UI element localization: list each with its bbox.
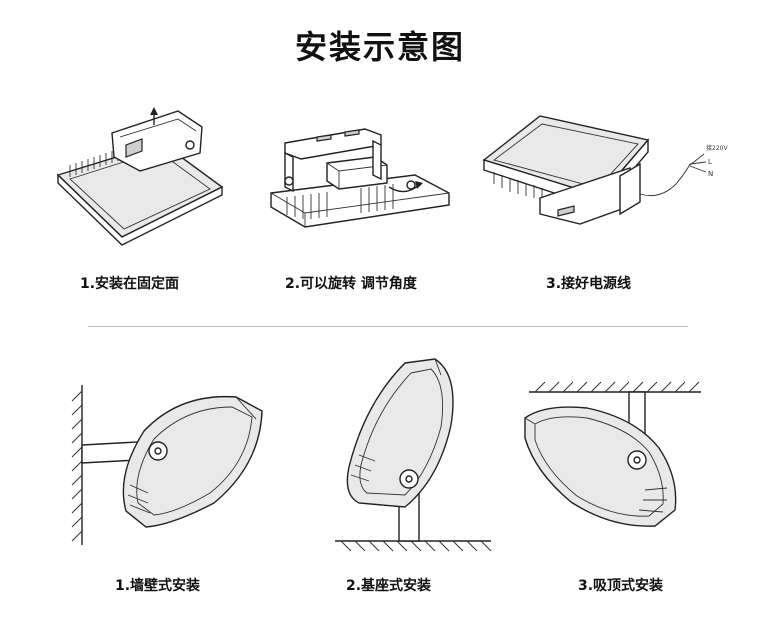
step-caption-fixed-surface: 1.安装在固定面 bbox=[80, 276, 180, 292]
wire-neutral-label: N bbox=[708, 170, 713, 178]
section-divider bbox=[88, 326, 688, 327]
wire-live-label: L bbox=[708, 158, 712, 166]
illustration-connect-power: 接220V L N bbox=[482, 115, 728, 225]
step-caption-wall-mount: 1.墙壁式安装 bbox=[115, 578, 201, 594]
step-caption-connect-power: 3.接好电源线 bbox=[546, 276, 632, 292]
wire-voltage-label: 接220V bbox=[706, 144, 728, 152]
illustration-ceiling-mount bbox=[524, 381, 701, 527]
step-caption-base-mount: 2.基座式安装 bbox=[346, 578, 432, 594]
illustration-wall-mount bbox=[71, 385, 263, 545]
illustration-fixed-surface bbox=[56, 107, 224, 246]
illustration-rotate-adjust bbox=[270, 128, 450, 228]
illustration-base-mount bbox=[335, 358, 492, 552]
step-caption-ceiling-mount: 3.吸顶式安装 bbox=[578, 578, 664, 594]
step-caption-rotate-adjust: 2.可以旋转 调节角度 bbox=[285, 276, 417, 292]
page-title: 安装示意图 bbox=[294, 28, 465, 66]
